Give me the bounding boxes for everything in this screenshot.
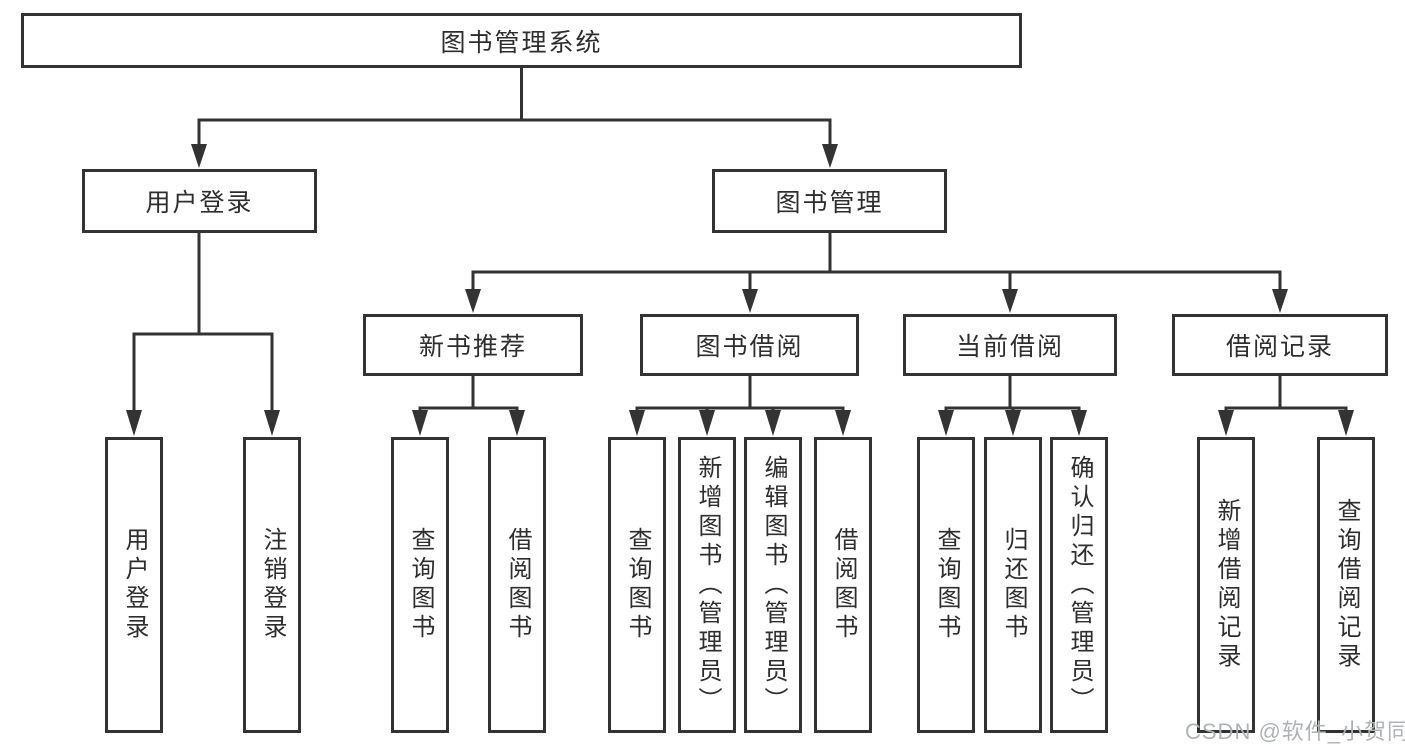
arrowheads xyxy=(126,144,1354,436)
node-book-borrow: 图书借阅 xyxy=(640,314,859,376)
connector-current-borrow xyxy=(944,376,1081,412)
leaf-borrow-books-recommend-label: 借阅图书 xyxy=(504,527,531,643)
leaf-borrow-books: 借阅图书 xyxy=(814,437,872,733)
leaf-return-books-label: 归还图书 xyxy=(1000,527,1027,643)
leaf-confirm-return-admin-label: 确认归还（管理员） xyxy=(1066,454,1093,716)
leaf-add-borrow-record: 新增借阅记录 xyxy=(1197,437,1255,733)
leaf-add-books-admin-label: 新增图书（管理员） xyxy=(694,454,721,716)
node-book-management: 图书管理 xyxy=(712,169,947,233)
node-root-label: 图书管理系统 xyxy=(440,28,603,57)
leaf-edit-books-admin-label: 编辑图书（管理员） xyxy=(760,454,787,716)
connector-book-borrow xyxy=(635,376,845,412)
leaf-user-login: 用户登录 xyxy=(105,437,163,733)
connector-root xyxy=(197,68,832,146)
leaf-logout-label: 注销登录 xyxy=(259,527,286,643)
node-borrow-records-label: 借阅记录 xyxy=(1225,333,1334,361)
node-current-borrow: 当前借阅 xyxy=(903,314,1117,376)
leaf-query-borrow-record: 查询借阅记录 xyxy=(1317,437,1375,733)
leaf-borrow-books-label: 借阅图书 xyxy=(830,527,857,643)
leaf-add-books-admin: 新增图书（管理员） xyxy=(678,437,736,733)
connector-new-book-recommend xyxy=(418,376,519,412)
leaf-query-books-borrow: 查询图书 xyxy=(608,437,666,733)
node-new-book-recommend: 新书推荐 xyxy=(363,314,583,376)
leaf-add-borrow-record-label: 新增借阅记录 xyxy=(1213,498,1240,672)
leaf-query-books-current: 查询图书 xyxy=(917,437,975,733)
leaf-confirm-return-admin: 确认归还（管理员） xyxy=(1050,437,1108,733)
node-current-borrow-label: 当前借阅 xyxy=(955,333,1064,361)
watermark: CSDN @软件_小贺同学 xyxy=(1185,719,1405,744)
leaf-edit-books-admin: 编辑图书（管理员） xyxy=(744,437,802,733)
leaf-query-books-recommend: 查询图书 xyxy=(391,437,449,733)
node-root: 图书管理系统 xyxy=(21,13,1022,68)
node-user-login-label: 用户登录 xyxy=(145,189,254,217)
node-book-borrow-label: 图书借阅 xyxy=(695,333,804,361)
node-user-login: 用户登录 xyxy=(82,169,317,233)
connector-book-management xyxy=(471,233,1282,290)
leaf-query-books-borrow-label: 查询图书 xyxy=(624,527,651,643)
leaf-query-borrow-record-label: 查询借阅记录 xyxy=(1333,498,1360,672)
node-book-management-label: 图书管理 xyxy=(775,189,884,217)
leaf-borrow-books-recommend: 借阅图书 xyxy=(488,437,546,733)
leaf-return-books: 归还图书 xyxy=(984,437,1042,733)
leaf-query-books-current-label: 查询图书 xyxy=(933,527,960,643)
node-borrow-records: 借阅记录 xyxy=(1172,314,1388,376)
leaf-user-login-label: 用户登录 xyxy=(121,527,148,643)
leaf-logout: 注销登录 xyxy=(243,437,301,733)
node-new-book-recommend-label: 新书推荐 xyxy=(418,333,527,361)
leaf-query-books-recommend-label: 查询图书 xyxy=(407,527,434,643)
connector-user-login xyxy=(132,233,274,412)
connector-borrow-records xyxy=(1224,376,1348,412)
